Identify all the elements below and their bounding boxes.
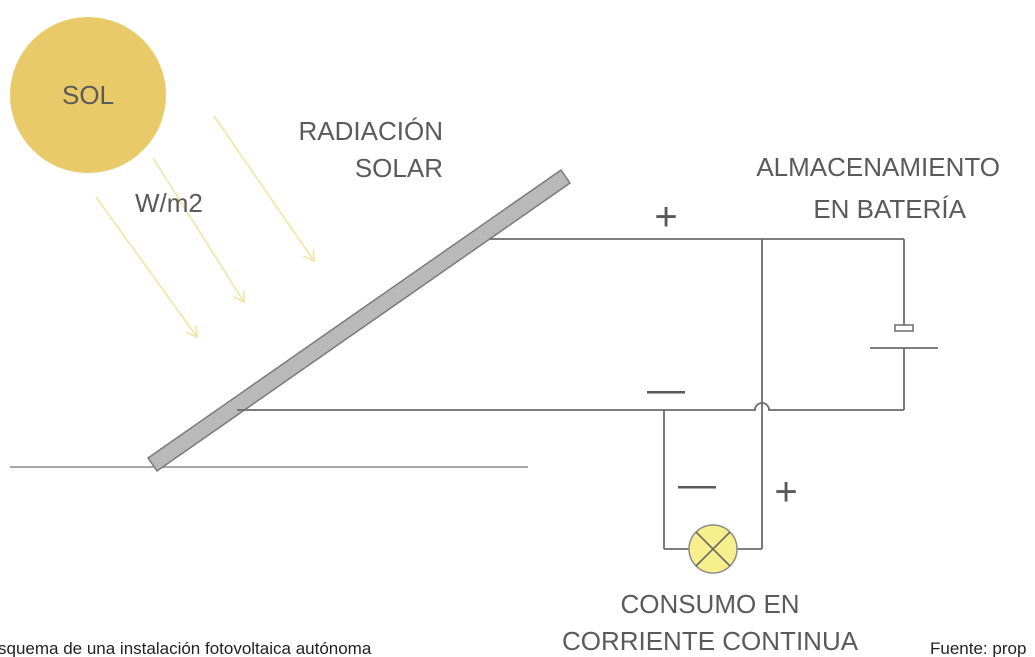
load-minus-sign: — — [678, 464, 716, 506]
negative-wire — [237, 402, 904, 411]
panel-plus-sign: + — [654, 195, 677, 239]
sun-label: SOL — [62, 80, 114, 110]
load-label-line2: CORRIENTE CONTINUA — [562, 626, 859, 656]
radiation-label-line1: RADIACIÓN — [299, 116, 443, 146]
solar-ray — [213, 115, 315, 263]
sun — [10, 17, 166, 173]
solar-panel — [146, 168, 572, 473]
caption-left: squema de una instalación fotovoltaica a… — [0, 639, 372, 657]
battery-positive-plate — [894, 324, 914, 332]
irradiance-unit: W/m2 — [135, 188, 203, 218]
load-plus-sign: + — [774, 470, 797, 514]
load-label-line1: CONSUMO EN — [620, 589, 799, 619]
solar-ray — [152, 157, 245, 304]
caption-right: Fuente: prop — [930, 639, 1026, 657]
solar-ray — [95, 196, 198, 339]
panel-minus-sign: — — [647, 369, 685, 411]
battery-label-line2: EN BATERÍA — [813, 194, 966, 224]
battery-label-line1: ALMACENAMIENTO — [756, 152, 1000, 182]
lamp-cross — [695, 531, 731, 567]
solar-rays — [95, 115, 315, 339]
radiation-label-line2: SOLAR — [355, 153, 443, 183]
